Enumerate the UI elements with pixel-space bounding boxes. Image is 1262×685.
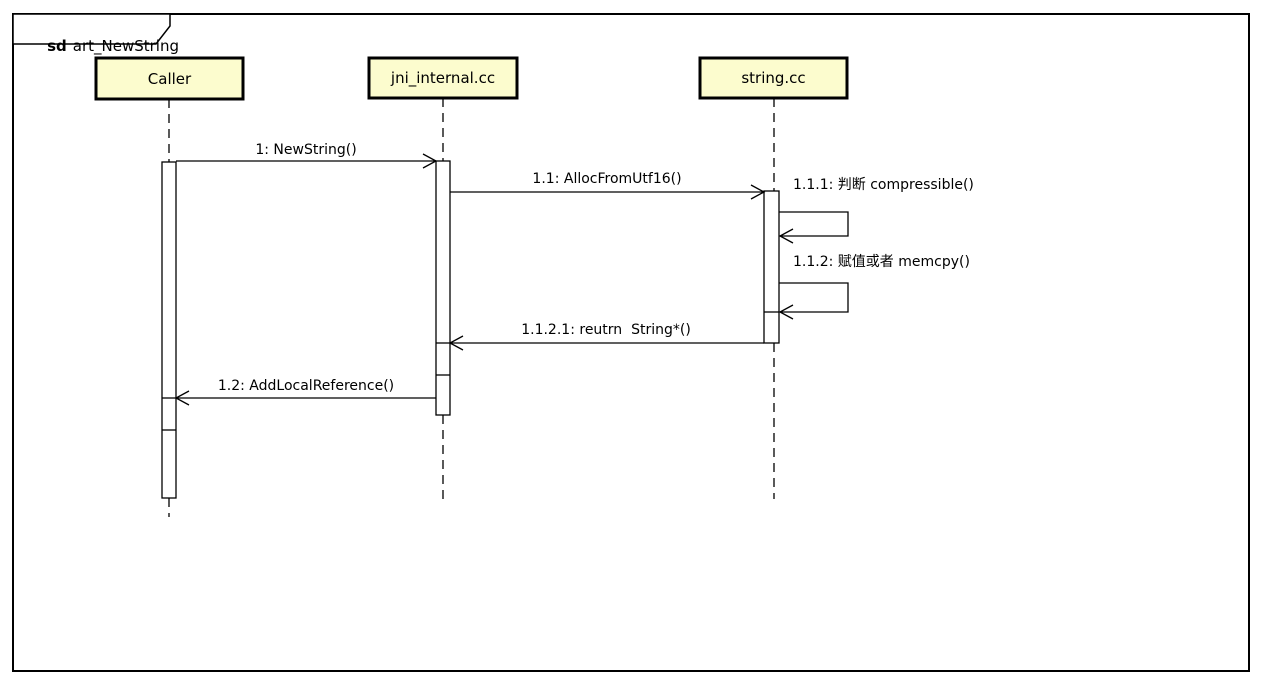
lifeline-head-jni-internal bbox=[367, 56, 519, 100]
message-1-2-arrowhead bbox=[174, 390, 190, 406]
diagram-frame-border bbox=[12, 13, 1250, 672]
message-1-1-1-arrowhead bbox=[778, 228, 794, 244]
message-label-1: 1: NewString() bbox=[255, 142, 357, 158]
frame-title-text: art_NewString bbox=[72, 37, 179, 55]
lifeline-head-boxes bbox=[94, 56, 849, 101]
message-label-1-1-2: 1.1.2: 赋值或者 memcpy() bbox=[793, 254, 970, 270]
activation-bars bbox=[161, 160, 780, 499]
frame-title: sd art_NewString bbox=[28, 21, 179, 72]
activation-caller bbox=[161, 161, 177, 499]
message-1-1-1-self-line bbox=[779, 211, 849, 237]
lifeline-dashed-lines bbox=[168, 98, 775, 517]
frame-title-pentagon bbox=[12, 13, 171, 45]
message-label-1-1-2-1: 1.1.2.1: reutrn String*() bbox=[521, 322, 691, 338]
frame-keyword: sd bbox=[47, 37, 67, 55]
message-1-1-2-1-arrowhead bbox=[448, 335, 464, 351]
message-1-1-2-self-line bbox=[779, 282, 849, 313]
lifeline-label-caller: Caller bbox=[147, 69, 192, 88]
lifeline-label-jni-internal: jni_internal.cc bbox=[390, 69, 496, 87]
message-label-1-2: 1.2: AddLocalReference() bbox=[217, 378, 395, 394]
message-1-1-2-arrowhead bbox=[778, 304, 794, 320]
activation-string-cc bbox=[763, 190, 780, 344]
lifeline-label-string-cc: string.cc bbox=[741, 69, 806, 87]
activation-jni-internal bbox=[435, 160, 451, 416]
message-arrows bbox=[174, 153, 849, 406]
message-1-1-arrowhead bbox=[750, 184, 766, 200]
message-1-arrowhead bbox=[422, 153, 438, 169]
lifeline-head-caller bbox=[94, 56, 245, 101]
message-label-1-1: 1.1: AllocFromUtf16() bbox=[532, 171, 682, 187]
lifeline-head-string-cc bbox=[698, 56, 849, 100]
message-label-1-1-1: 1.1.1: 判断 compressible() bbox=[793, 177, 974, 193]
